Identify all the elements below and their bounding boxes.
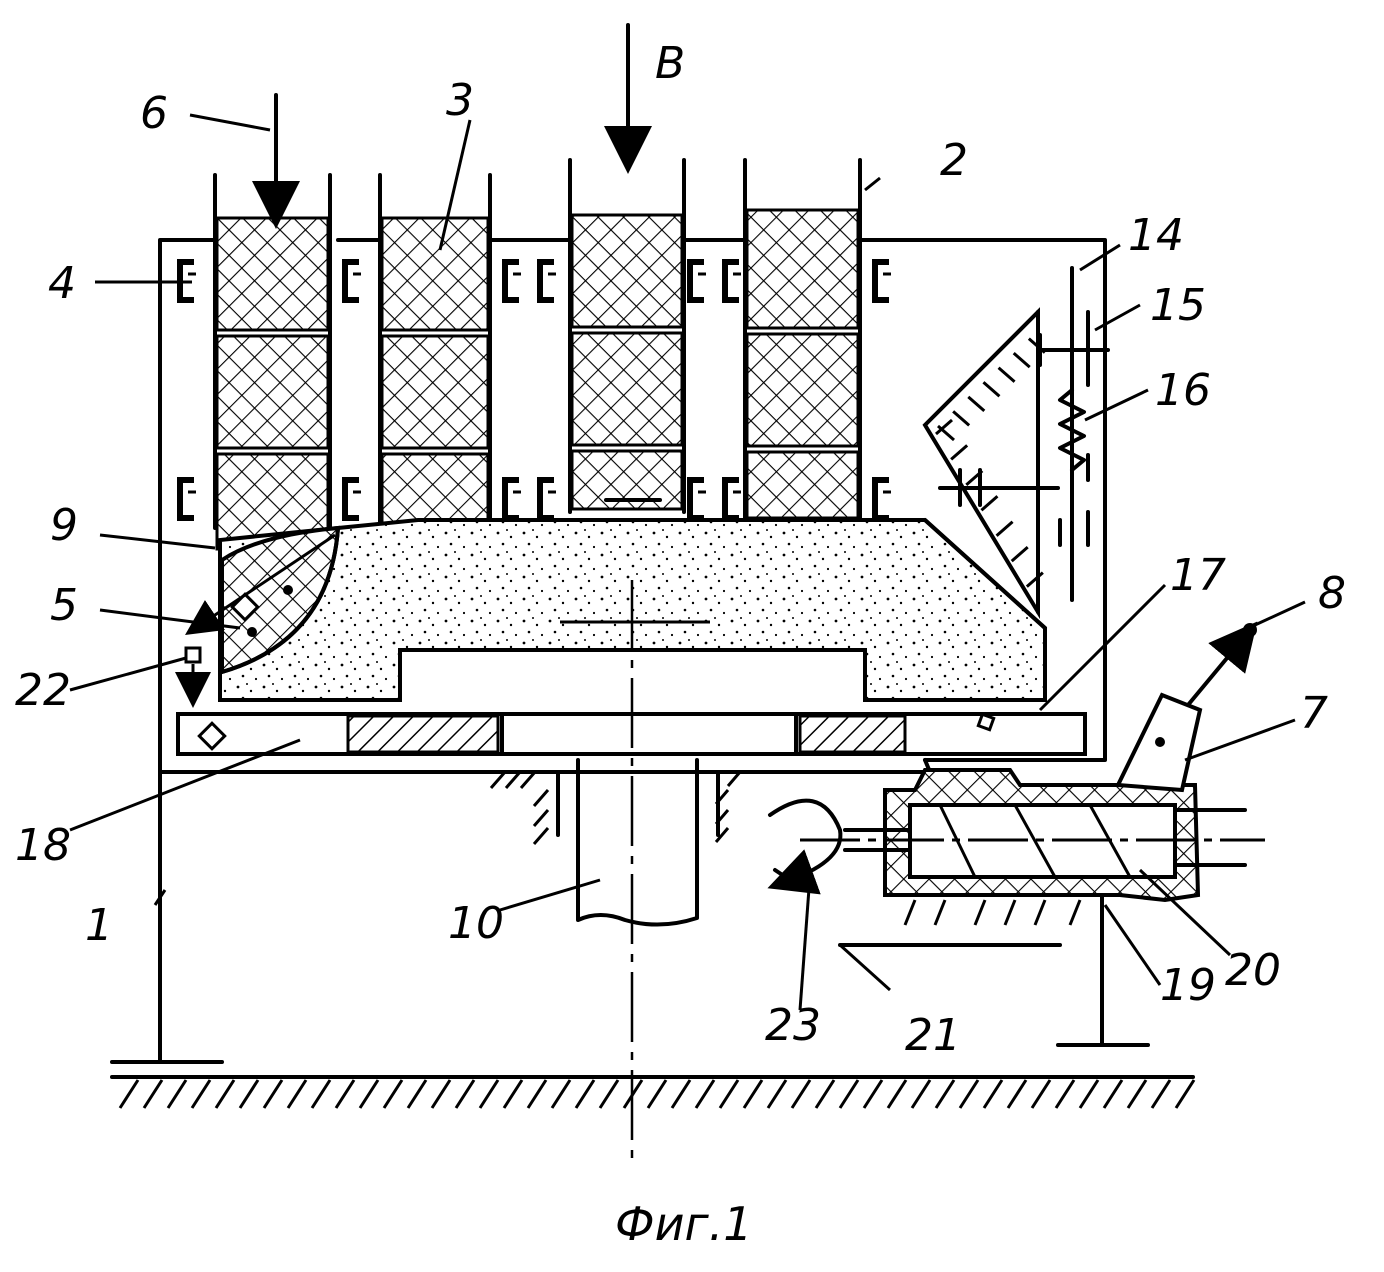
label-3: 3 (446, 75, 474, 126)
label-19: 19 (1160, 960, 1216, 1011)
lever (1118, 623, 1257, 790)
label-6: 6 (140, 88, 168, 139)
feeder-unit (800, 770, 1265, 945)
label-7: 7 (1300, 688, 1328, 739)
label-8: 8 (1318, 568, 1346, 619)
label-5: 5 (50, 580, 78, 631)
shaft (491, 760, 740, 925)
ground (112, 1077, 1194, 1108)
right-support (1058, 890, 1148, 1045)
label-B: B (655, 38, 685, 89)
label-23: 23 (765, 1000, 821, 1051)
label-15: 15 (1150, 280, 1206, 331)
label-18: 18 (15, 820, 71, 871)
label-4: 4 (48, 258, 76, 309)
label-16: 16 (1155, 365, 1211, 416)
figure-caption: Фиг.1 (615, 1197, 753, 1251)
label-14: 14 (1128, 210, 1184, 261)
label-2: 2 (940, 135, 968, 186)
left-support (112, 770, 222, 1062)
label-22: 22 (15, 665, 71, 716)
spring-assembly (1060, 268, 1108, 600)
label-21: 21 (905, 1010, 961, 1061)
label-20: 20 (1225, 945, 1281, 996)
label-17: 17 (1170, 550, 1226, 601)
label-9: 9 (50, 500, 78, 551)
label-10: 10 (448, 898, 504, 949)
label-1: 1 (85, 900, 113, 951)
